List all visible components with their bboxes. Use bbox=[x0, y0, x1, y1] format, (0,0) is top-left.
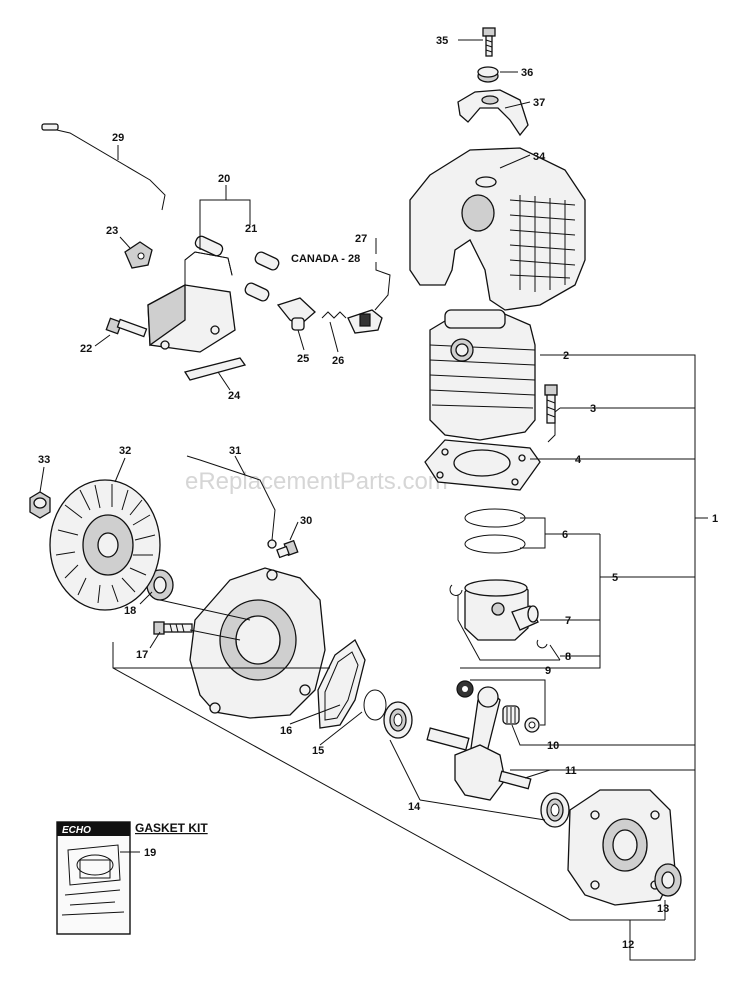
callout-13: 13 bbox=[657, 903, 669, 915]
crankshaft-11 bbox=[426, 686, 532, 801]
echo-logo: ECHO bbox=[62, 825, 91, 836]
nut-36 bbox=[477, 66, 499, 83]
callout-27: 27 bbox=[355, 233, 367, 245]
canada-28-label: CANADA - 28 bbox=[291, 253, 360, 265]
bearing-14a bbox=[383, 701, 413, 739]
cylinder-2 bbox=[429, 309, 536, 441]
washer-9 bbox=[456, 680, 540, 733]
callout-33: 33 bbox=[38, 454, 50, 466]
callout-17: 17 bbox=[136, 649, 148, 661]
bolt-30 bbox=[276, 539, 299, 559]
nut-33 bbox=[29, 491, 51, 519]
callout-34: 34 bbox=[533, 151, 546, 163]
callout-2: 2 bbox=[563, 350, 569, 362]
callout-14: 14 bbox=[408, 801, 421, 813]
callout-19: 19 bbox=[144, 847, 156, 859]
crankcase-right-12 bbox=[567, 789, 676, 906]
callout-1: 1 bbox=[712, 513, 718, 525]
callout-labels: 35 36 37 34 29 20 21 23 27 CANADA - 28 2… bbox=[38, 35, 718, 951]
crankcase-left-16 bbox=[189, 567, 326, 719]
gasket-4 bbox=[424, 439, 541, 491]
bearing-14b bbox=[540, 792, 570, 828]
callout-8: 8 bbox=[565, 651, 571, 663]
callout-32: 32 bbox=[119, 445, 131, 457]
piston-7 bbox=[464, 579, 529, 641]
bolt-35 bbox=[482, 27, 496, 57]
callout-10: 10 bbox=[547, 740, 559, 752]
piston-pin bbox=[511, 605, 539, 631]
callout-36: 36 bbox=[521, 67, 533, 79]
callout-5: 5 bbox=[612, 572, 618, 584]
piston-rings-6 bbox=[464, 508, 526, 554]
boot-21 bbox=[194, 235, 280, 302]
callout-29: 29 bbox=[112, 132, 124, 144]
callout-12: 12 bbox=[622, 939, 634, 951]
leader-lines bbox=[39, 39, 708, 961]
callout-21: 21 bbox=[245, 223, 257, 235]
callout-6: 6 bbox=[562, 529, 568, 541]
callout-25: 25 bbox=[297, 353, 309, 365]
terminal-27 bbox=[347, 309, 383, 334]
seal-15 bbox=[363, 689, 387, 721]
callout-26: 26 bbox=[332, 355, 344, 367]
ignition-coil-20 bbox=[147, 251, 236, 353]
callout-22: 22 bbox=[80, 343, 92, 355]
spark-plug-cap-25 bbox=[276, 297, 316, 331]
bracket-37 bbox=[457, 89, 529, 137]
callout-35: 35 bbox=[436, 35, 448, 47]
shim-24 bbox=[183, 357, 247, 381]
bolt-22 bbox=[105, 317, 148, 338]
wire-29 bbox=[41, 123, 166, 211]
circlip-8 bbox=[449, 584, 548, 649]
callout-16: 16 bbox=[280, 725, 292, 737]
callout-3: 3 bbox=[590, 403, 596, 415]
cylinder-cover-34 bbox=[409, 147, 586, 311]
wire-31 bbox=[186, 455, 277, 549]
oil-seal-13 bbox=[654, 863, 682, 897]
bolt-17 bbox=[153, 621, 193, 635]
callout-24: 24 bbox=[228, 390, 241, 402]
callout-11: 11 bbox=[565, 765, 577, 777]
clip-23 bbox=[124, 241, 153, 269]
callout-15: 15 bbox=[312, 745, 324, 757]
spring-26 bbox=[321, 311, 347, 319]
callout-23: 23 bbox=[106, 225, 118, 237]
flywheel-32 bbox=[49, 479, 161, 611]
callout-18: 18 bbox=[124, 605, 136, 617]
gasket-kit-box: ECHO bbox=[56, 821, 131, 935]
callout-4: 4 bbox=[575, 454, 582, 466]
needle-bearing-10 bbox=[502, 705, 520, 725]
callout-9: 9 bbox=[545, 665, 551, 677]
callout-20: 20 bbox=[218, 173, 230, 185]
callout-31: 31 bbox=[229, 445, 241, 457]
gasket-kit-title: GASKET KIT bbox=[135, 821, 208, 835]
callout-7: 7 bbox=[565, 615, 571, 627]
bolt-3 bbox=[544, 384, 558, 424]
crankcase-gasket bbox=[317, 639, 366, 729]
watermark: eReplacementParts.com bbox=[185, 468, 448, 495]
callout-37: 37 bbox=[533, 97, 545, 109]
callout-30: 30 bbox=[300, 515, 312, 527]
